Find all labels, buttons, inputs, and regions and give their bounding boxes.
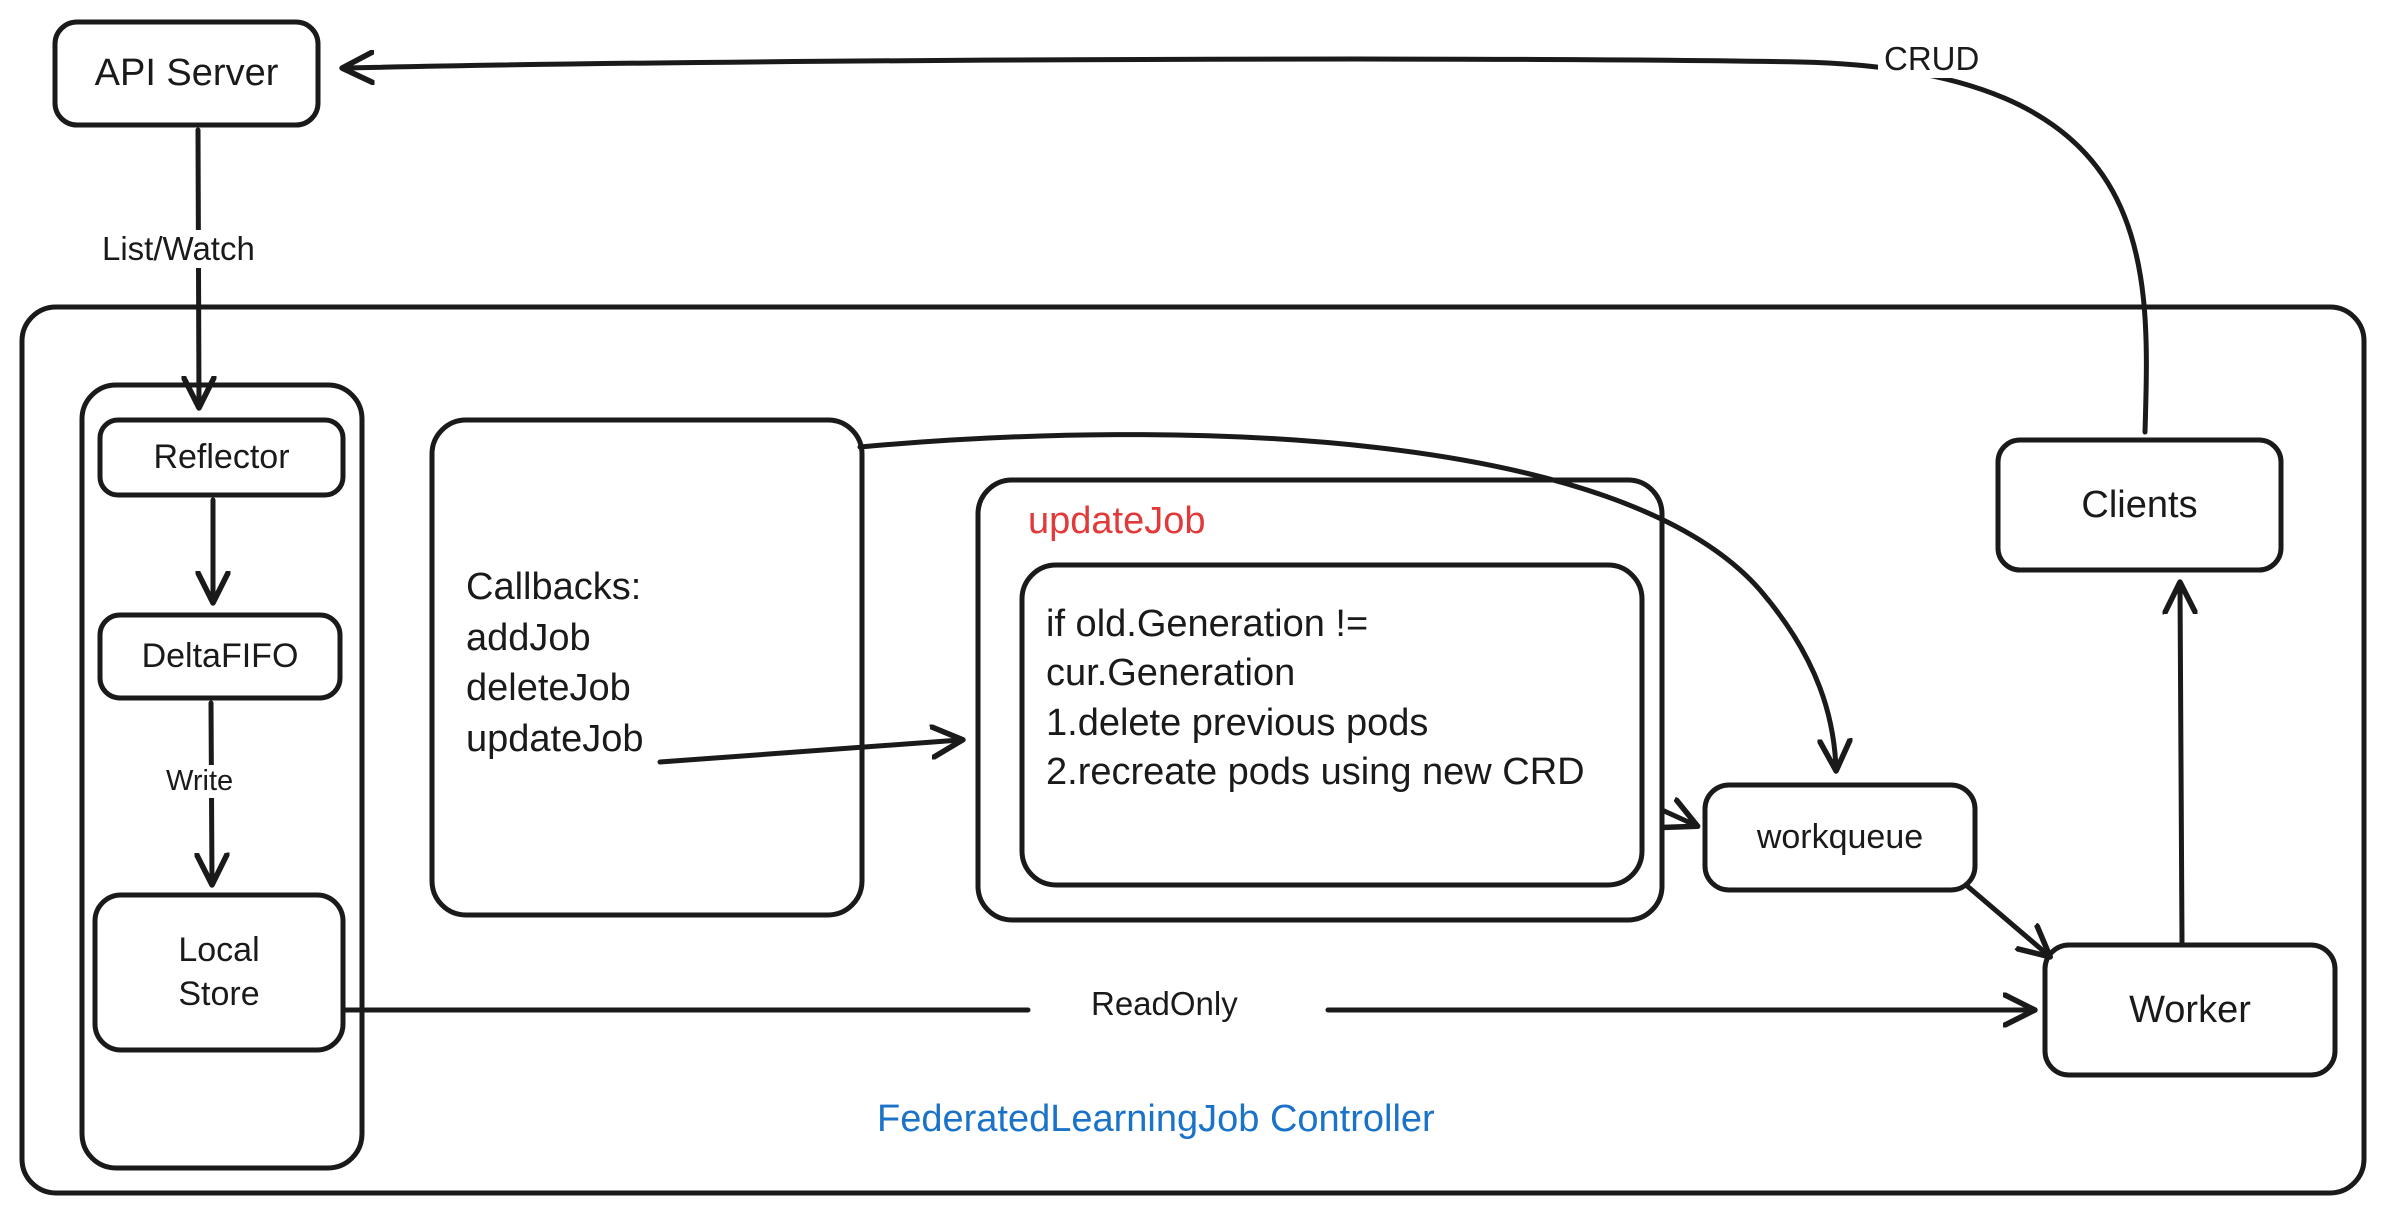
- update-job-container: [975, 477, 1665, 923]
- workqueue-box: [1702, 782, 1978, 893]
- edge-workqueue-to-worker: [1963, 882, 2048, 955]
- list-watch-edge-label: List/Watch: [96, 230, 261, 268]
- reflector-box: [97, 417, 346, 498]
- update-job-title: updateJob: [1028, 500, 1206, 542]
- api-server-box: [52, 19, 321, 128]
- crud-edge-label: CRUD: [1878, 40, 1986, 78]
- callbacks-text: Callbacks: addJob deleteJob updateJob: [466, 566, 644, 760]
- controller-container: [19, 304, 2367, 1196]
- edge-clients-to-api-server: [345, 59, 2149, 435]
- edge-callbacks-to-workqueue: [857, 432, 1836, 768]
- update-job-body-text: if old.Generation != cur.Generation 1.de…: [1046, 603, 1585, 794]
- edge-updatejob-to-update-box: [657, 740, 960, 765]
- delta-fifo-box: [97, 612, 343, 701]
- read-only-edge-label: ReadOnly: [1085, 985, 1244, 1023]
- edge-worker-to-clients: [2180, 585, 2182, 945]
- worker-box: [2042, 942, 2338, 1078]
- write-edge-label: Write: [160, 765, 240, 798]
- clients-box: [1995, 437, 2284, 573]
- controller-title-label: FederatedLearningJob Controller: [877, 1098, 1435, 1140]
- update-job-code-container: [1019, 562, 1645, 888]
- informer-container: [79, 382, 365, 1171]
- callbacks-container: [429, 417, 865, 918]
- local-store-box: [92, 892, 346, 1053]
- edge-updatebox-to-workqueue: [1659, 810, 1695, 825]
